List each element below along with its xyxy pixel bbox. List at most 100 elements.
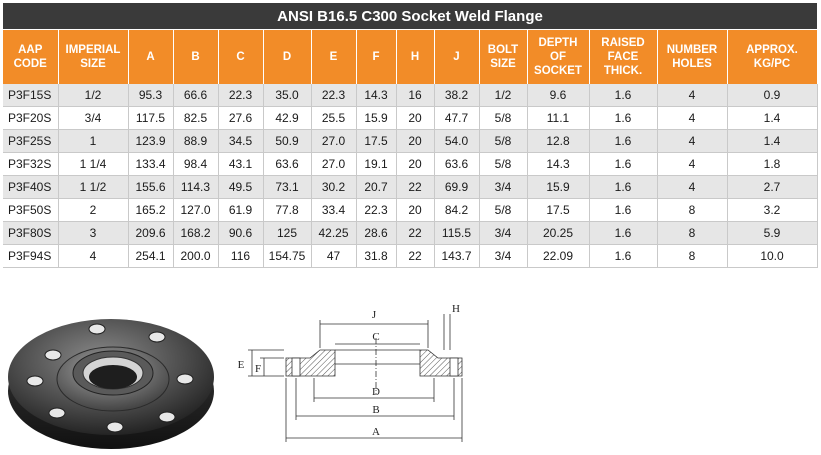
table-cell: 117.5 — [128, 106, 174, 130]
flange-photo — [8, 319, 214, 449]
table-cell: 254.1 — [128, 244, 174, 268]
table-cell: 2.7 — [727, 175, 818, 199]
table-cell: 0.9 — [727, 84, 818, 107]
table-cell: 35.0 — [263, 84, 312, 107]
table-cell: 22.09 — [527, 244, 590, 268]
table-cell: 47 — [311, 244, 357, 268]
table-cell: 77.8 — [263, 198, 312, 222]
table-cell: 12.8 — [527, 129, 590, 153]
column-header: F — [356, 30, 397, 84]
column-header: E — [311, 30, 357, 84]
label-f: F — [255, 363, 261, 375]
table-cell: 3/4 — [479, 244, 528, 268]
table-cell: P3F80S — [3, 221, 59, 245]
column-header: NUMBER HOLES — [657, 30, 728, 84]
table-cell: 4 — [657, 106, 728, 130]
table-cell: 30.2 — [311, 175, 357, 199]
table-cell: 14.3 — [527, 152, 590, 176]
column-header: C — [218, 30, 264, 84]
table-cell: 15.9 — [356, 106, 397, 130]
table-cell: 3/4 — [479, 175, 528, 199]
table-cell: 3/4 — [58, 106, 129, 130]
table-cell: 127.0 — [173, 198, 219, 222]
table-cell: 61.9 — [218, 198, 264, 222]
table-cell: 33.4 — [311, 198, 357, 222]
table-cell: 22.3 — [311, 84, 357, 107]
table-cell: 22.3 — [356, 198, 397, 222]
table-cell: 98.4 — [173, 152, 219, 176]
table-cell: 69.9 — [434, 175, 480, 199]
table-cell: 115.5 — [434, 221, 480, 245]
column-header: RAISED FACE THICK. — [589, 30, 658, 84]
table-cell: 47.7 — [434, 106, 480, 130]
label-b: B — [372, 404, 379, 416]
table-cell: 16 — [396, 84, 435, 107]
label-h: H — [452, 303, 460, 315]
table-cell: 1.4 — [727, 106, 818, 130]
table-cell: 114.3 — [173, 175, 219, 199]
table-cell: 1.6 — [589, 84, 658, 107]
column-header: BOLT SIZE — [479, 30, 528, 84]
table-cell: 1.6 — [589, 129, 658, 153]
column-header: APPROX. KG/PC — [727, 30, 818, 84]
table-cell: 5/8 — [479, 198, 528, 222]
table-cell: 20 — [396, 106, 435, 130]
table-cell: 2 — [58, 198, 129, 222]
table-cell: 200.0 — [173, 244, 219, 268]
table-cell: 1.6 — [589, 106, 658, 130]
table-cell: 22.3 — [218, 84, 264, 107]
table-cell: P3F25S — [3, 129, 59, 153]
table-cell: 9.6 — [527, 84, 590, 107]
table-cell: 17.5 — [527, 198, 590, 222]
table-cell: 31.8 — [356, 244, 397, 268]
table-cell: 22 — [396, 175, 435, 199]
table-cell: 38.2 — [434, 84, 480, 107]
table-cell: 14.3 — [356, 84, 397, 107]
table-cell: 90.6 — [218, 221, 264, 245]
table-cell: 154.75 — [263, 244, 312, 268]
table-cell: 4 — [657, 175, 728, 199]
table-cell: 133.4 — [128, 152, 174, 176]
table-cell: 10.0 — [727, 244, 818, 268]
table-cell: 8 — [657, 244, 728, 268]
table-cell: 84.2 — [434, 198, 480, 222]
table-cell: 27.0 — [311, 152, 357, 176]
table-cell: 63.6 — [434, 152, 480, 176]
table-cell: P3F20S — [3, 106, 59, 130]
column-header: J — [434, 30, 480, 84]
table-cell: 123.9 — [128, 129, 174, 153]
column-header: A — [128, 30, 174, 84]
table-cell: 20 — [396, 129, 435, 153]
table-cell: 125 — [263, 221, 312, 245]
table-cell: 28.6 — [356, 221, 397, 245]
table-cell: 1/2 — [58, 84, 129, 107]
table-cell: 4 — [657, 129, 728, 153]
table-cell: 27.0 — [311, 129, 357, 153]
table-cell: 143.7 — [434, 244, 480, 268]
column-header: D — [263, 30, 312, 84]
table-cell: 1.8 — [727, 152, 818, 176]
table-cell: 54.0 — [434, 129, 480, 153]
table-cell: 1 1/4 — [58, 152, 129, 176]
table-cell: 5/8 — [479, 106, 528, 130]
label-c: C — [372, 331, 379, 343]
column-header: H — [396, 30, 435, 84]
table-cell: 43.1 — [218, 152, 264, 176]
column-header: DEPTH OF SOCKET — [527, 30, 590, 84]
table-cell: 42.9 — [263, 106, 312, 130]
table-cell: 1.6 — [589, 198, 658, 222]
table-cell: 34.5 — [218, 129, 264, 153]
table-cell: 66.6 — [173, 84, 219, 107]
table-cell: 3/4 — [479, 221, 528, 245]
table-cell: 1 1/2 — [58, 175, 129, 199]
column-header: B — [173, 30, 219, 84]
table-cell: 116 — [218, 244, 264, 268]
table-cell: 20 — [396, 198, 435, 222]
table-cell: 42.25 — [311, 221, 357, 245]
